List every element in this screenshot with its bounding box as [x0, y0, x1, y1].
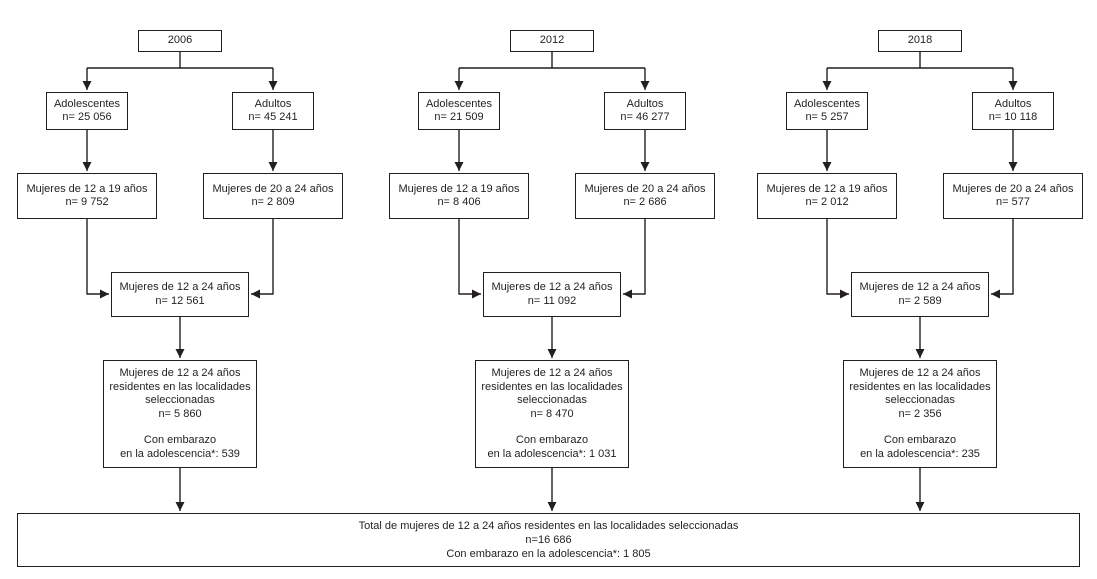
mujeres-12-24-n: n= 2 589 [898, 294, 942, 307]
adolescentes-label: Adolescentes [53, 97, 121, 110]
adultos-box: Adultos n= 10 118 [972, 92, 1054, 130]
mujeres-20-24-box: Mujeres de 20 a 24 años n= 2 686 [575, 173, 715, 219]
year-box-2012: 2012 [510, 30, 594, 52]
adultos-box: Adultos n= 45 241 [232, 92, 314, 130]
mujeres-12-19-n: n= 9 752 [65, 196, 109, 208]
adolescentes-label: Adolescentes [793, 97, 861, 110]
adolescentes-box: Adolescentes n= 25 056 [46, 92, 128, 130]
mujeres-12-24-n: n= 12 561 [155, 294, 205, 307]
adolescentes-box: Adolescentes n= 21 509 [418, 92, 500, 130]
mujeres-12-19-label: Mujeres de 12 a 19 años [766, 182, 888, 195]
embarazo-line: en la adolescencia*: 1 031 [487, 447, 617, 460]
year-label: 2006 [167, 34, 193, 47]
residentes-line: residentes en las localidades [849, 380, 991, 393]
mujeres-12-19-box: Mujeres de 12 a 19 años n= 8 406 [389, 173, 529, 219]
residentes-n: n= 8 470 [530, 407, 574, 420]
mujeres-20-24-box: Mujeres de 20 a 24 años n= 577 [943, 173, 1083, 219]
mujeres-20-24-box: Mujeres de 20 a 24 años n= 2 809 [203, 173, 343, 219]
mujeres-20-24-n: n= 577 [996, 196, 1030, 208]
mujeres-12-19-n: n= 8 406 [437, 196, 481, 208]
total-line: Total de mujeres de 12 a 24 años residen… [358, 520, 739, 532]
mujeres-12-24-n: n= 11 092 [527, 294, 577, 307]
embarazo-line: Con embarazo [883, 434, 957, 446]
residentes-line: Mujeres de 12 a 24 años [119, 367, 241, 379]
residentes-line: Mujeres de 12 a 24 años [859, 367, 981, 379]
mujeres-12-24-label: Mujeres de 12 a 24 años [119, 281, 241, 293]
mujeres-12-24-label: Mujeres de 12 a 24 años [859, 281, 981, 293]
total-box: Total de mujeres de 12 a 24 años residen… [17, 513, 1080, 567]
total-embarazo: Con embarazo en la adolescencia*: 1 805 [446, 548, 651, 560]
mujeres-20-24-label: Mujeres de 20 a 24 años [212, 182, 334, 195]
mujeres-12-19-label: Mujeres de 12 a 19 años [398, 182, 520, 195]
column-2018: 2018 Adolescentes n= 5 257 Adultos n= 10… [754, 0, 1090, 512]
adolescentes-n: n= 25 056 [62, 111, 112, 123]
total-n: n=16 686 [525, 534, 572, 546]
adolescentes-label: Adolescentes [425, 97, 493, 110]
residentes-line: residentes en las localidades [109, 380, 251, 393]
residentes-n: n= 2 356 [898, 407, 942, 420]
adolescentes-n: n= 21 509 [434, 111, 484, 123]
adultos-label: Adultos [994, 97, 1032, 110]
mujeres-12-19-label: Mujeres de 12 a 19 años [26, 182, 148, 195]
mujeres-20-24-label: Mujeres de 20 a 24 años [952, 182, 1074, 195]
adultos-n: n= 45 241 [248, 111, 298, 123]
adultos-n: n= 46 277 [620, 111, 670, 123]
mujeres-12-24-label: Mujeres de 12 a 24 años [491, 281, 613, 293]
residentes-line: Mujeres de 12 a 24 años [491, 367, 613, 379]
embarazo-line: en la adolescencia*: 235 [860, 447, 980, 460]
adultos-label: Adultos [626, 97, 664, 110]
year-label: 2012 [539, 34, 565, 47]
mujeres-20-24-label: Mujeres de 20 a 24 años [584, 182, 706, 195]
residentes-box: Mujeres de 12 a 24 años residentes en la… [103, 360, 257, 468]
mujeres-20-24-n: n= 2 809 [251, 196, 295, 208]
residentes-line: seleccionadas [517, 394, 587, 406]
mujeres-12-24-box: Mujeres de 12 a 24 años n= 2 589 [851, 272, 989, 317]
adultos-n: n= 10 118 [988, 111, 1038, 123]
residentes-box: Mujeres de 12 a 24 años residentes en la… [843, 360, 997, 468]
adultos-label: Adultos [254, 97, 292, 110]
residentes-box: Mujeres de 12 a 24 años residentes en la… [475, 360, 629, 468]
adolescentes-n: n= 5 257 [805, 111, 849, 123]
residentes-line: residentes en las localidades [481, 380, 623, 393]
residentes-n: n= 5 860 [158, 407, 202, 420]
embarazo-line: Con embarazo [143, 434, 217, 446]
mujeres-20-24-n: n= 2 686 [623, 196, 667, 208]
year-box-2018: 2018 [878, 30, 962, 52]
column-2006: 2006 Adolescentes n= 25 056 Adultos n= 4… [14, 0, 350, 512]
mujeres-12-24-box: Mujeres de 12 a 24 años n= 12 561 [111, 272, 249, 317]
mujeres-12-19-box: Mujeres de 12 a 19 años n= 9 752 [17, 173, 157, 219]
adultos-box: Adultos n= 46 277 [604, 92, 686, 130]
year-label: 2018 [907, 34, 933, 47]
mujeres-12-19-box: Mujeres de 12 a 19 años n= 2 012 [757, 173, 897, 219]
year-box-2006: 2006 [138, 30, 222, 52]
residentes-line: seleccionadas [885, 394, 955, 406]
column-2012: 2012 Adolescentes n= 21 509 Adultos n= 4… [386, 0, 722, 512]
adolescentes-box: Adolescentes n= 5 257 [786, 92, 868, 130]
embarazo-line: Con embarazo [515, 434, 589, 446]
mujeres-12-24-box: Mujeres de 12 a 24 años n= 11 092 [483, 272, 621, 317]
embarazo-line: en la adolescencia*: 539 [120, 447, 240, 460]
mujeres-12-19-n: n= 2 012 [805, 196, 849, 208]
residentes-line: seleccionadas [145, 394, 215, 406]
